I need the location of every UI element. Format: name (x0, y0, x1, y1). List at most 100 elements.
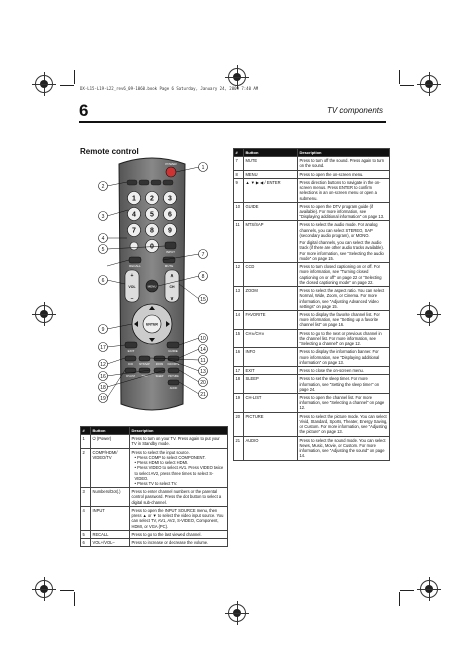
description-paragraph: Press to display the information banner.… (299, 349, 380, 365)
registration-mark (417, 577, 441, 601)
callout-markers: 1 2 3 4 5 6 7 8 9 10 11 12 13 14 15 16 1… (98, 162, 208, 403)
svg-text:13: 13 (200, 369, 206, 375)
description-paragraph: Press to close the on-screen menu. (299, 368, 364, 374)
row-description: Press to turn on your TV. Press again to… (129, 434, 228, 449)
callout-5: 5 (98, 244, 108, 254)
row-number: 1 (80, 434, 91, 449)
row-number: 12 (233, 262, 244, 288)
mts-sap-button (138, 355, 151, 362)
description-paragraph: Press to set the sleep timer. For more i… (299, 376, 380, 392)
mute-label: MUTE (165, 264, 174, 268)
digit-7-button (127, 223, 141, 237)
registration-mark (225, 65, 249, 89)
row-description: Press to open the DTV program guide (if … (297, 201, 390, 222)
row-number: 13 (233, 286, 244, 311)
digit-4-button (127, 207, 141, 221)
description-bullet: Press TV to select TV. (135, 481, 226, 486)
vol-rocker (124, 269, 140, 303)
svg-text:18: 18 (100, 385, 106, 391)
digit-label: 8 (150, 228, 154, 235)
row-button-name: COMP/HDMI/ VIDEO/TV (90, 447, 130, 489)
comp-button (126, 179, 138, 186)
svg-text:11: 11 (200, 358, 205, 364)
col-header-button: Button (243, 147, 298, 158)
row-button-name: CH∧/CH∨ (243, 328, 298, 349)
svg-text:20: 20 (200, 380, 206, 386)
registration-mark (417, 302, 441, 326)
digit-9-button (163, 223, 177, 237)
input-button (164, 241, 177, 250)
row-button-name: MUTE (243, 156, 298, 171)
menu-label: MENU (148, 285, 157, 289)
sleep-label: SLEEP (156, 375, 164, 378)
exit-button (124, 341, 138, 349)
ch-list-button (124, 367, 137, 374)
col-header-button: Button (90, 425, 130, 436)
right-arrow-icon (166, 321, 170, 327)
digit-label: 5 (150, 212, 154, 219)
digit-1-button (127, 191, 141, 205)
description-bullet: Press HDMI to select HDMI. (135, 460, 226, 465)
recall-label: RECALL (129, 264, 141, 268)
registration-mark (225, 601, 249, 625)
description-paragraph: Press to open the on-screen menu. (299, 171, 364, 177)
digit-label: 0 (150, 244, 154, 251)
row-description: Press to go to the last viewed channel. (129, 529, 228, 540)
callout-6: 6 (98, 275, 108, 285)
description-paragraph: Press to select the audio mode. For anal… (299, 222, 378, 238)
guide-label: GUIDE (168, 349, 178, 353)
dot-button (129, 241, 139, 251)
svg-text:∨: ∨ (170, 296, 174, 302)
row-number: 2 (80, 447, 91, 489)
hdmi-button (138, 179, 150, 186)
row-number: 20 (233, 411, 244, 437)
audio-label: AUDIO (170, 387, 178, 390)
row-number: 8 (233, 169, 244, 179)
page-header: 6 TV components (79, 101, 386, 123)
description-paragraph: Press to select the input source. (131, 449, 190, 455)
row-description: Press to increase or decrease the volume… (129, 538, 228, 548)
number-keypad: 1 2 3 4 5 6 7 8 9 0 (127, 191, 177, 253)
description-paragraph: Press to select the picture mode. You ca… (299, 413, 388, 435)
callout-11: 11 (198, 355, 208, 365)
enter-button (142, 314, 162, 334)
col-header-num: # (80, 425, 91, 436)
callout-12: 12 (98, 359, 108, 369)
callout-2: 2 (98, 181, 108, 191)
row-number: 5 (80, 529, 91, 540)
crop-mark (74, 592, 75, 606)
row-button-name: INPUT (90, 505, 130, 531)
col-header-num: # (233, 147, 244, 158)
row-button-name: ⏻ (Power) (90, 434, 130, 449)
callout-10: 10 (198, 333, 208, 343)
row-description: Press to open the INPUT SOURCE menu, the… (129, 505, 228, 531)
row-button-name: INFO (243, 347, 298, 368)
tv-button (162, 179, 174, 186)
svg-text:14: 14 (200, 347, 206, 353)
description-paragraph: Press to open the DTV program guide (if … (299, 203, 385, 220)
description-paragraph: Press to open the channel list. For more… (299, 395, 385, 411)
callout-19: 19 (98, 393, 108, 403)
info-button (138, 367, 151, 374)
callout-7: 7 (198, 249, 208, 259)
digit-8-button (145, 223, 159, 237)
remote-control-heading: Remote control (80, 147, 139, 156)
row-description: Press to select the audio mode. For anal… (297, 220, 390, 264)
table-body: 1⏻ (Power)Press to turn on your TV. Pres… (80, 434, 228, 548)
row-button-name: CCD (243, 262, 298, 288)
